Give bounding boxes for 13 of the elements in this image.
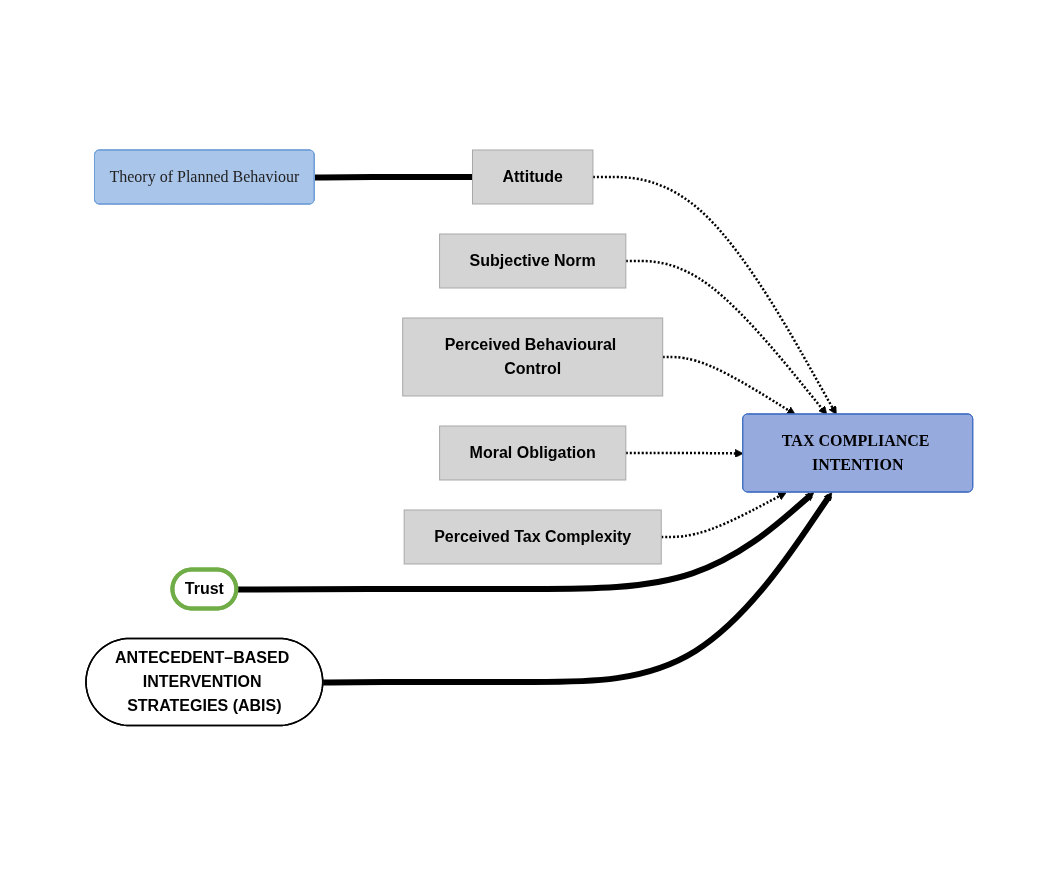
arrow [236, 491, 814, 593]
arrow [660, 491, 787, 538]
arrow [322, 491, 832, 686]
arrow [662, 355, 796, 415]
node-box: Moral Obligation [438, 425, 626, 481]
connector [314, 173, 473, 181]
node-box: Perceived Tax Complexity [403, 509, 662, 565]
arrow [592, 175, 837, 415]
arrow [625, 448, 744, 458]
arrow [625, 259, 827, 415]
node-box: Perceived Behavioural Control [401, 317, 663, 397]
node-box: Subjective Norm [438, 233, 626, 289]
node-box: Attitude [471, 149, 594, 205]
